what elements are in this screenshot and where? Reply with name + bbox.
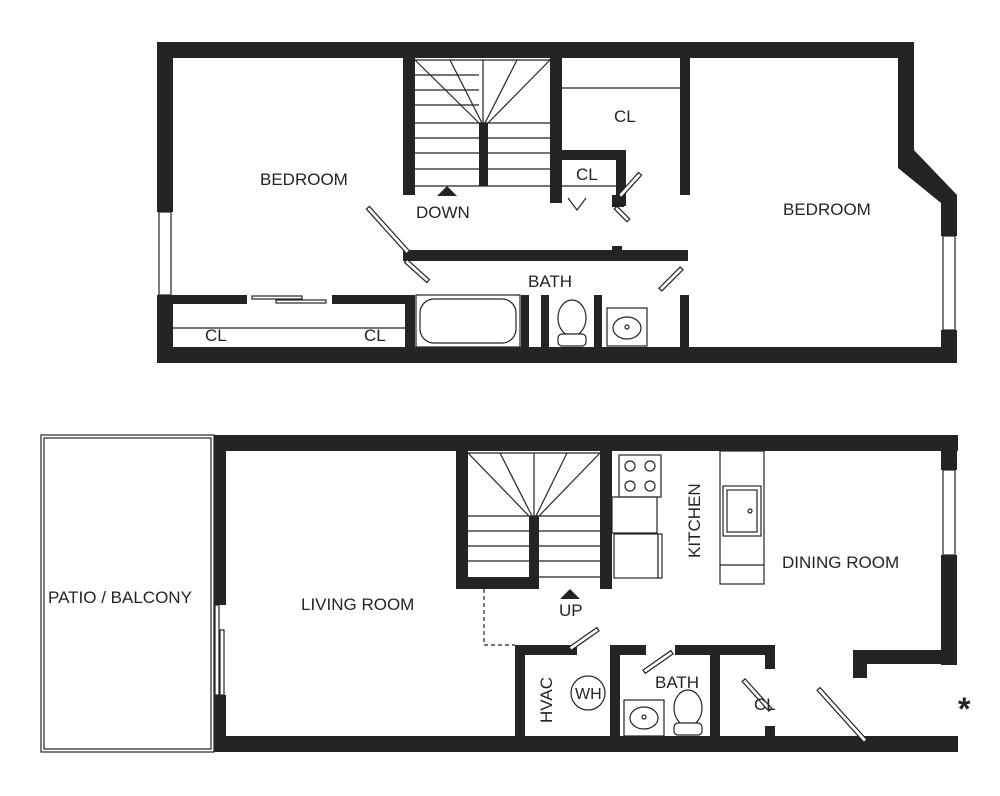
- upper-closet-bottom-left-label: CL: [205, 326, 227, 345]
- upper-closet-top-wall-left: [157, 295, 247, 304]
- up-arrow-icon: [560, 589, 580, 599]
- upper-bath-label: BATH: [528, 272, 572, 291]
- living-room-label: LIVING ROOM: [301, 595, 414, 614]
- lower-stair-label: UP: [559, 601, 583, 620]
- fridge-door: [657, 533, 663, 579]
- upper-wall-bottom: [157, 347, 957, 363]
- lower-window-right: [942, 469, 956, 556]
- stair-dashed-outline: [483, 589, 515, 646]
- bathtub-basin: [419, 298, 517, 344]
- upper-closet-top-label: CL: [614, 107, 636, 126]
- refrigerator: [613, 533, 659, 579]
- lower-stair-wall-left: [456, 451, 468, 589]
- lower-entry-wall-v: [853, 650, 867, 678]
- upper-window-left: [158, 211, 172, 296]
- dining-room-label: DINING ROOM: [782, 553, 899, 572]
- patio-door-1: [214, 604, 220, 696]
- lower-hvac-wall-right: [610, 645, 620, 752]
- lower-bath-label: BATH: [655, 673, 699, 692]
- upper-bath-door-left: [403, 258, 431, 284]
- upper-bath-partition-3: [594, 295, 602, 350]
- upper-bedroom-right-label: BEDROOM: [783, 200, 871, 219]
- lower-entry-wall-h: [853, 650, 957, 664]
- lower-wall-bottom: [214, 736, 958, 752]
- upper-staircase: [414, 59, 551, 187]
- upper-wall-top: [157, 42, 914, 58]
- kitchen-island: [719, 450, 765, 585]
- lower-wall-right-top: [941, 435, 957, 470]
- upper-sink-icon: [606, 307, 648, 347]
- lower-wall-left-top: [214, 435, 226, 605]
- upper-wall-right-top: [898, 42, 914, 164]
- upper-stair-label: DOWN: [416, 203, 470, 222]
- upper-hall-wall: [403, 250, 688, 261]
- lower-bath-wall-right: [710, 645, 720, 752]
- upper-bath-wall-right: [680, 295, 689, 350]
- upper-bedroom-door: [365, 205, 411, 255]
- upper-window-right: [942, 235, 956, 331]
- lower-closet-label: CL: [754, 695, 776, 714]
- patio-door-2: [219, 629, 225, 696]
- patio-outline-inner: [43, 437, 212, 750]
- upper-sliding-door-2: [275, 299, 327, 304]
- upper-wall-left-low: [157, 295, 173, 363]
- upper-hall-wall-post: [612, 246, 622, 252]
- upper-closet-small-label: CL: [576, 165, 598, 184]
- upper-closet-door: [617, 171, 643, 199]
- upper-closet-post: [612, 195, 624, 207]
- water-heater-label: WH: [575, 686, 602, 703]
- upper-bath-partition-1: [521, 295, 529, 350]
- lower-wall-left-low: [214, 695, 226, 752]
- upper-toilet-icon: [557, 299, 587, 347]
- kitchen-label: KITCHEN: [685, 483, 704, 558]
- lower-sink-icon: [623, 699, 665, 737]
- hvac-label: HVAC: [537, 677, 556, 723]
- lower-closet-wall-right-low: [765, 726, 775, 752]
- kitchen-sink-icon: [722, 485, 762, 537]
- lower-toilet-icon: [673, 689, 703, 736]
- upper-stair-wall-left: [403, 58, 415, 195]
- lower-block-top-wall-3: [675, 645, 774, 655]
- upper-floor: BEDROOM BEDROOM CL CL CL CL BATH DOWN: [157, 42, 957, 363]
- lower-block-top-wall-2: [610, 645, 646, 655]
- upper-sliding-door-1: [251, 295, 303, 300]
- upper-bath-wall-left: [405, 295, 415, 350]
- upper-closet-top-wall-right: [332, 295, 415, 304]
- upper-bath-partition-2: [541, 295, 549, 350]
- upper-wall-left: [157, 42, 173, 212]
- lower-stair-wall-right: [600, 451, 612, 589]
- upper-closet-side: [616, 150, 626, 206]
- entry-door: [816, 686, 868, 744]
- lower-hvac-wall-left: [515, 645, 525, 752]
- upper-stair-wall-right: [550, 58, 562, 203]
- upper-closet-back: [556, 150, 626, 160]
- stove-icon: [618, 454, 662, 498]
- upper-closet-bottom-right-label: CL: [364, 326, 386, 345]
- lower-closet-door: [741, 677, 773, 713]
- upper-bedroom-left-label: BEDROOM: [260, 170, 348, 189]
- kitchen-counter: [611, 496, 658, 534]
- lower-block-top-wall-1: [515, 645, 577, 655]
- lower-floor: PATIO / BALCONY LIVING ROOM KITCHEN DINI…: [40, 434, 971, 753]
- upper-closet-bifold: [567, 197, 587, 211]
- upper-closet-wall-right: [680, 58, 690, 195]
- upper-closet-door-2: [613, 205, 631, 223]
- upper-bay-wall: [898, 148, 957, 236]
- lower-closet-wall-right: [765, 645, 775, 669]
- lower-wall-top: [214, 435, 958, 451]
- lower-staircase: [467, 452, 601, 578]
- lower-stair-bottom: [456, 577, 536, 589]
- entry-mark: *: [958, 691, 971, 727]
- lower-stair-center: [529, 516, 539, 589]
- upper-wall-right-low: [941, 330, 957, 363]
- lower-wall-right-mid: [941, 555, 957, 665]
- upper-bath-door-right: [658, 266, 684, 292]
- upper-stair-center: [479, 123, 488, 186]
- hvac-door: [568, 626, 600, 652]
- down-arrow-icon: [437, 186, 457, 196]
- lower-bath-door: [642, 649, 674, 675]
- water-heater-icon: [570, 675, 606, 711]
- patio-label: PATIO / BALCONY: [48, 588, 192, 607]
